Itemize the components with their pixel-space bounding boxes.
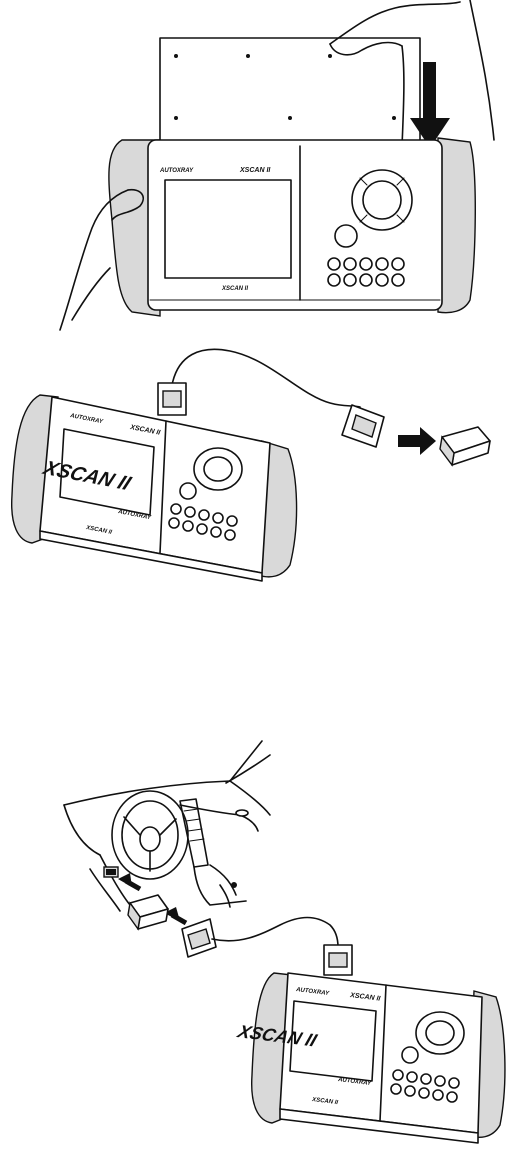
brand-label: AUTOXRAY xyxy=(159,168,194,174)
cable-plug xyxy=(342,405,384,447)
scan-tool-device: AUTOXRAY XSCAN II XSCAN II AUTOXRAY XSCA… xyxy=(234,973,505,1143)
panel-connect-cable: AUTOXRAY XSCAN II XSCAN II AUTOXRAY XSCA… xyxy=(0,345,530,595)
bottom-label: XSCAN II xyxy=(221,286,248,292)
dpad-control xyxy=(416,1012,464,1054)
obd-adapter xyxy=(440,427,490,465)
scan-tool-device: AUTOXRAY XSCAN II XSCAN II AUTOXRAY XSCA… xyxy=(12,395,297,581)
device-connector xyxy=(324,945,352,975)
dpad-control xyxy=(352,170,412,230)
dpad-control xyxy=(194,448,242,490)
obd-port xyxy=(104,867,118,877)
panel-connect-vehicle: AUTOXRAY XSCAN II XSCAN II AUTOXRAY XSCA… xyxy=(0,735,530,1154)
cartridge-plate xyxy=(160,38,420,146)
cable-plug xyxy=(182,919,216,957)
enter-button xyxy=(180,483,196,499)
scan-tool-device: AUTOXRAY XSCAN II XSCAN II xyxy=(109,138,475,316)
insert-cartridge-illustration: AUTOXRAY XSCAN II XSCAN II xyxy=(0,0,530,335)
panel-insert-cartridge: AUTOXRAY XSCAN II XSCAN II xyxy=(0,0,530,335)
model-label: XSCAN II xyxy=(239,167,271,174)
steering-wheel xyxy=(112,791,188,879)
enter-button xyxy=(335,225,357,247)
connect-cable-illustration: AUTOXRAY XSCAN II XSCAN II AUTOXRAY XSCA… xyxy=(0,345,530,595)
device-connector xyxy=(158,383,186,415)
enter-button xyxy=(402,1047,418,1063)
obd-adapter xyxy=(128,895,168,929)
right-arrow-icon xyxy=(398,427,436,455)
connect-vehicle-illustration: AUTOXRAY XSCAN II XSCAN II AUTOXRAY XSCA… xyxy=(0,735,530,1154)
device-screen xyxy=(165,180,291,278)
cable xyxy=(172,349,360,407)
cable xyxy=(212,918,338,948)
